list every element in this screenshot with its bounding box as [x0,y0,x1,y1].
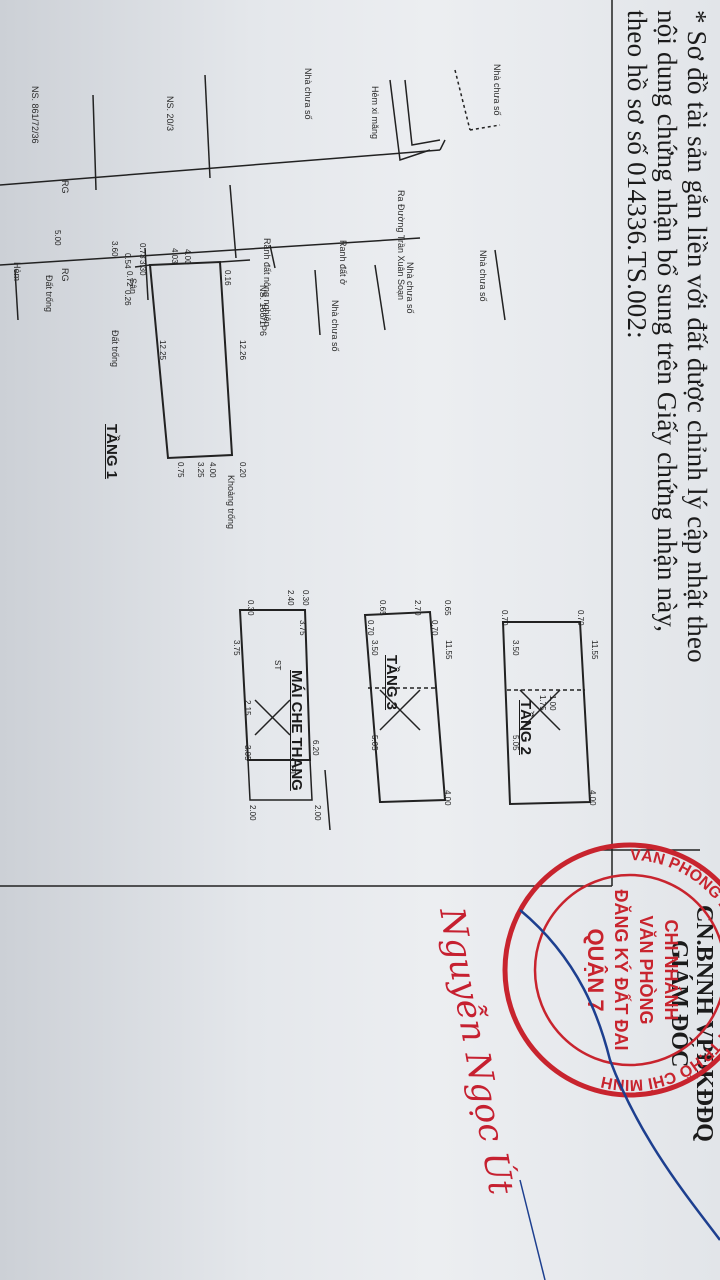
dim-label: 4.03 [170,248,179,264]
dim-label: 11.55 [590,640,599,660]
dim-label: 3.50 [511,640,520,656]
dim-label: 3.50 [370,640,379,656]
dim-label: 2.15 [243,700,252,716]
dim-label: 4.00 [443,790,452,806]
dim-label: 2.00 [248,805,257,821]
dim-label: 0.70 [576,610,585,626]
dim-label: 0.54 [123,253,132,269]
dim-label: 0.72 [125,271,134,287]
dim-label: 0.75 [176,462,185,478]
dim-label: 0.73 [138,243,147,259]
dim-label: 3.75 [298,620,307,636]
dim-label: 12.25 [158,340,167,361]
dim-label: 0.70 [500,610,509,626]
dim-label: 3.30 [138,260,147,276]
dim-label: 0.26 [123,290,132,306]
dim-label: 1.75 [538,695,547,711]
dim-label: 5.05 [370,735,379,751]
dim-label: 4.00 [208,462,217,478]
stamp-line-4: QUẬN 7 [583,928,608,1011]
dim-label: 2.70 [413,600,422,616]
dim-label: 11.55 [444,640,453,660]
dim-label: 3.05 [243,745,252,761]
stamp-line-2: VĂN PHÒNG [636,915,657,1024]
dim-label: 0.30 [301,590,310,606]
dim-label: 0.70 [366,620,375,636]
dim-label: 0.65 [443,600,452,616]
dim-label: 3.25 [196,462,205,478]
dim-label: ST [273,660,282,670]
dim-label: 3.60 [110,241,119,257]
dim-label: 0.30 [246,600,255,616]
dim-label: 3.75 [232,640,241,656]
dim-label: 2.00 [313,805,322,821]
dim-label: 0.70 [430,620,439,636]
stamp-line-3: ĐĂNG KÝ ĐẤT ĐAI [611,890,632,1051]
dim-label: 6.20 [311,740,320,756]
pen-signature [519,909,720,1280]
dim-label: 0.20 [238,462,247,478]
dim-label: 12.26 [238,340,247,361]
dim-label: ST [288,765,297,775]
dim-label: 0.65 [378,600,387,616]
dim-label: 2.40 [286,590,295,606]
dim-label: 1.00 [548,695,557,711]
official-stamp: VĂN PHÒNG ĐĂNG KÝ ĐẤT ĐAI TP.HỒ CHÍ MINH… [502,842,720,1098]
stamp-line-1: CHI NHÁNH [661,920,682,1021]
dim-label: 5.05 [511,735,520,751]
dim-label: 0.16 [223,270,232,286]
dim-label: 4.00 [588,790,597,806]
dim-label: 4.00 [183,249,192,265]
dim-label: 5.00 [53,230,62,246]
